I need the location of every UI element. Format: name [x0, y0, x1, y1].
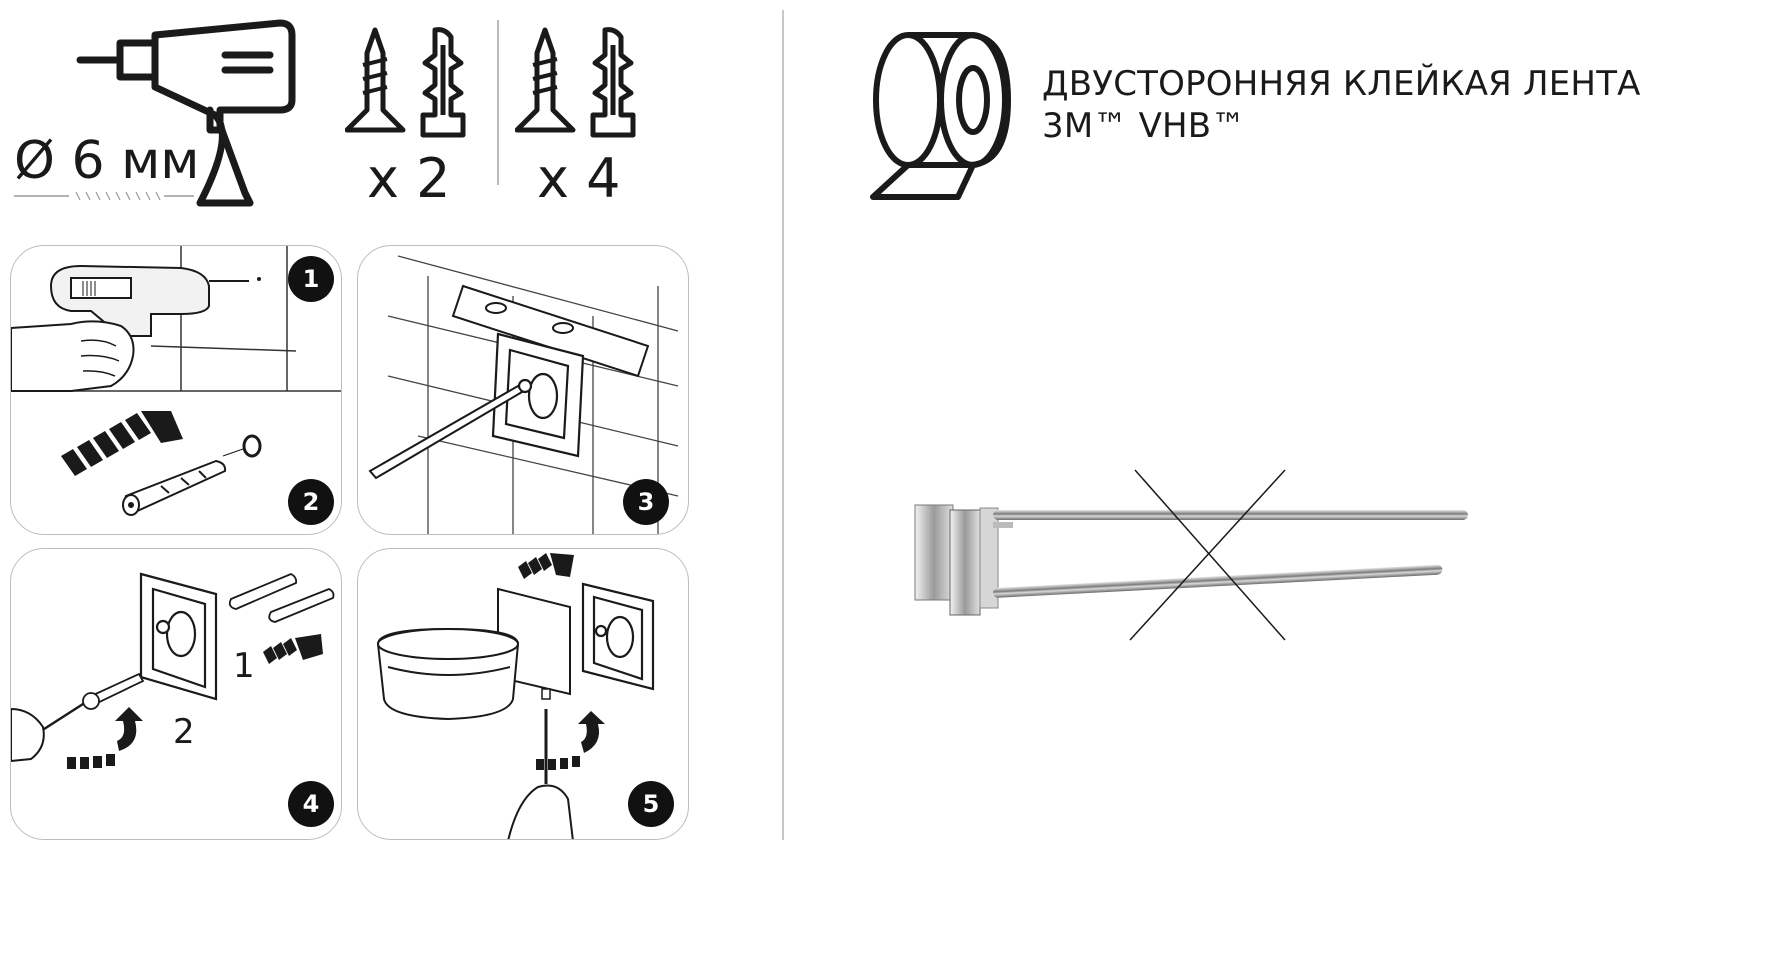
- step-panel-3: 3: [357, 245, 689, 535]
- drill-icon: [76, 19, 296, 207]
- tape-roll-icon: [870, 32, 1011, 200]
- upper-rail: [993, 510, 1468, 520]
- step-badge-3: 3: [623, 479, 669, 525]
- screw-anchor-set-icon: [345, 27, 466, 138]
- section-divider: [782, 10, 784, 840]
- screw-anchor-set-icon: [515, 27, 636, 138]
- cross-line-b: [1129, 469, 1286, 641]
- step-badge-2: 2: [288, 479, 334, 525]
- drilling-illustration: [11, 246, 341, 516]
- sub-step-label-1: 1: [233, 646, 255, 686]
- drill-diameter-label: Ø 6 мм: [14, 131, 200, 191]
- step-panel-1-2: 1 2: [10, 245, 342, 535]
- towel-rail-not-allowed-illustration: [914, 469, 1468, 641]
- sub-step-label-2: 2: [173, 712, 195, 752]
- tools-divider: [497, 20, 499, 185]
- step-badge-5: 5: [628, 781, 674, 827]
- cross-line-a: [1134, 469, 1286, 641]
- count-large-label: x 4: [537, 147, 621, 210]
- step-panel-4: 1 2 4: [10, 548, 342, 840]
- tape-label-line1: ДВУСТОРОННЯЯ КЛЕЙКАЯ ЛЕНТА: [1042, 64, 1641, 104]
- tools-row: Ø 6 мм x 2 x 4: [0, 0, 780, 235]
- holder-attach-illustration: [376, 553, 655, 839]
- level-mounting-illustration: [368, 255, 679, 534]
- tape-label-line2: 3M™ VHB™: [1042, 106, 1246, 146]
- pivot-block: [949, 509, 981, 616]
- lower-rail: [992, 564, 1443, 598]
- step-badge-4: 4: [288, 781, 334, 827]
- bracket-screw-illustration: [11, 572, 335, 769]
- diameter-underline: [14, 191, 194, 201]
- wall-plate: [914, 504, 954, 601]
- step-panel-5: 5: [357, 548, 689, 840]
- count-small-label: x 2: [367, 147, 451, 210]
- step-badge-1: 1: [288, 256, 334, 302]
